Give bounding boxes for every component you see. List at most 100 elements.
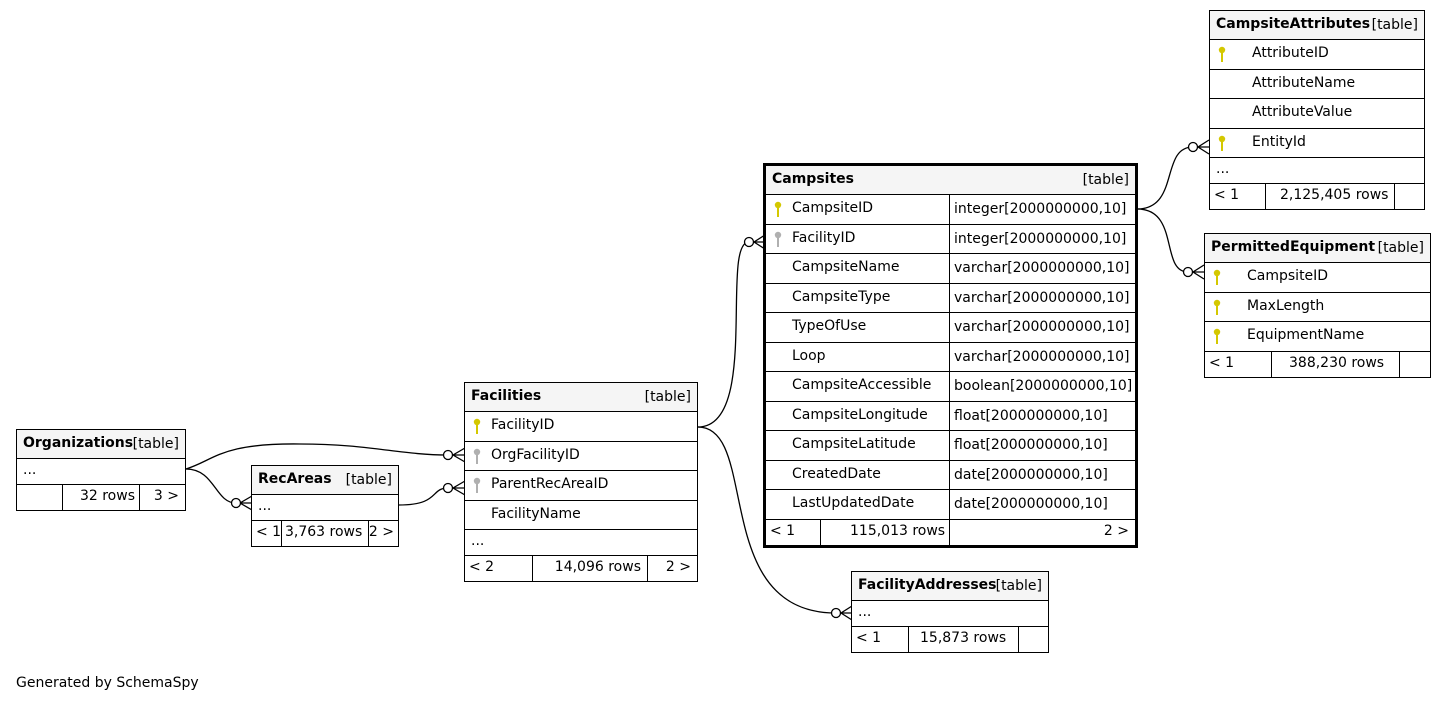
column-name: LastUpdatedDate — [792, 495, 915, 511]
parents-count: < 1 — [856, 630, 882, 646]
table-header: Facilities [table] — [465, 383, 697, 412]
circle-facilities-org — [442, 449, 454, 461]
edge-organizations-recareas — [185, 468, 237, 504]
column-row: AttributeID — [1210, 40, 1424, 70]
table-footer: < 1 388,230 rows — [1205, 351, 1430, 377]
column-name: CampsiteID — [1247, 268, 1329, 284]
column-name: FacilityName — [491, 505, 581, 522]
column-name: CampsiteType — [792, 288, 891, 305]
table-facilityaddresses[interactable]: FacilityAddresses [table] ... < 1 15,873… — [851, 571, 1049, 653]
more-columns: ... — [1210, 158, 1424, 184]
column-row: CampsiteID integer[2000000000,10] — [766, 195, 1135, 225]
table-footer: < 1 15,873 rows — [852, 627, 1048, 652]
column-type: integer[2000000000,10] — [949, 195, 1126, 225]
primary-key-icon — [1218, 135, 1226, 151]
column-name: FacilityID — [491, 417, 555, 433]
column-name: EntityId — [1252, 133, 1306, 150]
row-count: 15,873 rows — [920, 630, 1007, 646]
edge-campsites-permittedequipment — [1136, 208, 1189, 273]
parents-count: < 1 — [256, 524, 282, 540]
more-columns: ... — [852, 601, 1048, 627]
parents-count: < 2 — [469, 559, 495, 575]
table-header: Organizations [table] — [17, 430, 185, 459]
column-name: CampsiteLongitude — [792, 406, 928, 423]
primary-key-icon — [1213, 269, 1221, 285]
crowfoot-permittedequipment — [1191, 264, 1205, 280]
column-name: FacilityID — [792, 229, 856, 246]
column-name: CampsiteLatitude — [792, 436, 916, 452]
edge-campsites-campsiteattributes — [1136, 146, 1194, 210]
table-name: Organizations — [23, 435, 134, 451]
primary-key-icon — [1213, 328, 1221, 344]
parents-count: < 1 — [770, 522, 796, 539]
table-facilities[interactable]: Facilities [table] FacilityID OrgFacilit… — [464, 382, 698, 582]
circle-facilities-rec — [442, 482, 454, 494]
children-count: 2 > — [368, 524, 394, 540]
row-count: 32 rows — [79, 488, 135, 504]
table-header: Campsites [table] — [766, 166, 1135, 195]
edge-recareas-facilities — [398, 487, 449, 506]
table-campsites[interactable]: Campsites [table] CampsiteID integer[2000… — [763, 163, 1138, 548]
column-name: CreatedDate — [792, 465, 881, 482]
table-organizations[interactable]: Organizations [table] ... 32 rows 3 > — [16, 429, 186, 511]
column-name: CampsiteAccessible — [792, 377, 932, 393]
table-kind: [table] — [644, 389, 691, 405]
row-count: 2,125,405 rows — [1280, 187, 1389, 203]
crowfoot-campsiteattributes — [1196, 139, 1210, 155]
primary-key-icon — [473, 418, 481, 434]
parents-count: < 1 — [1209, 354, 1235, 371]
more-columns: ... — [252, 495, 398, 521]
table-recareas[interactable]: RecAreas [table] ... < 1 3,763 rows 2 > — [251, 465, 399, 547]
row-count: 3,763 rows — [285, 524, 363, 540]
column-name: CampsiteID — [792, 200, 874, 216]
table-name: Campsites — [772, 171, 854, 187]
circle-facilityaddresses — [830, 607, 842, 619]
column-name: OrgFacilityID — [491, 446, 580, 463]
column-type: integer[2000000000,10] — [949, 224, 1126, 254]
column-name: TypeOfUse — [792, 318, 867, 334]
column-row: ParentRecAreaID — [465, 471, 697, 501]
table-footer: 32 rows 3 > — [17, 485, 185, 510]
column-name: AttributeID — [1252, 45, 1329, 61]
table-name: RecAreas — [258, 471, 332, 487]
table-permittedequipment[interactable]: PermittedEquipment [table] CampsiteID Ma… — [1204, 233, 1431, 378]
table-footer: < 1 3,763 rows 2 > — [252, 521, 398, 546]
edge-organizations-facilities — [185, 443, 449, 470]
edge-facilities-campsites — [697, 241, 750, 428]
primary-key-icon — [774, 201, 782, 217]
foreign-key-icon — [473, 448, 481, 464]
table-kind: [table] — [1377, 240, 1424, 256]
circle-recareas — [230, 497, 242, 509]
column-row: OrgFacilityID — [465, 442, 697, 471]
primary-key-icon — [1213, 299, 1221, 315]
table-name: PermittedEquipment — [1211, 239, 1376, 255]
column-row: FacilityID integer[2000000000,10] — [766, 224, 1135, 254]
column-row: CampsiteLatitude float[2000000000,10] — [766, 431, 1135, 461]
more-columns: ... — [17, 459, 185, 485]
children-count: 2 > — [665, 559, 691, 575]
column-type: boolean[2000000000,10] — [949, 372, 1132, 402]
table-kind: [table] — [1371, 17, 1418, 33]
table-kind: [table] — [345, 472, 392, 488]
table-header: PermittedEquipment [table] — [1205, 234, 1430, 263]
edge-facilities-facilityaddresses — [697, 426, 837, 614]
children-count: 3 > — [153, 488, 179, 504]
column-name: ParentRecAreaID — [491, 476, 609, 492]
table-campsiteattributes[interactable]: CampsiteAttributes [table] AttributeID A… — [1209, 10, 1425, 210]
column-type: float[2000000000,10] — [949, 431, 1108, 461]
column-type: varchar[2000000000,10] — [949, 254, 1129, 284]
table-kind: [table] — [132, 436, 179, 452]
column-name: AttributeName — [1252, 74, 1356, 91]
table-name: CampsiteAttributes — [1216, 16, 1371, 32]
column-name: MaxLength — [1247, 297, 1325, 314]
table-footer: < 1 2,125,405 rows — [1210, 184, 1424, 209]
table-name: FacilityAddresses — [858, 577, 997, 593]
table-header: CampsiteAttributes [table] — [1210, 11, 1424, 40]
